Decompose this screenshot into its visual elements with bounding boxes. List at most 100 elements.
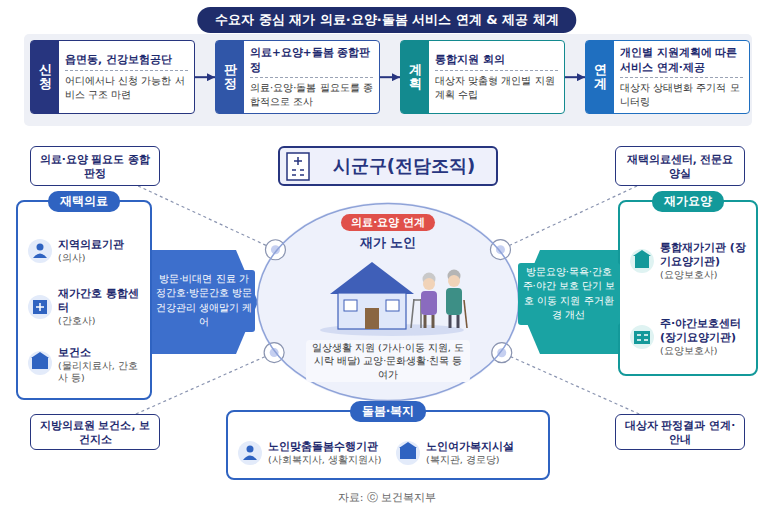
callout-box: 대상자 판정결과 연계·안내 xyxy=(615,414,745,450)
provider-staff: (요양보호사) xyxy=(660,269,750,281)
link-badge: 의료·요양 연계 xyxy=(341,214,435,231)
step-tab: 계획 xyxy=(401,41,429,113)
process-step: 연계개인별 지원계획에 따른 서비스 연계·제공대상자 상태변화 주기적 모니터… xyxy=(585,40,750,114)
daycare-icon xyxy=(630,325,654,349)
panel-heading: 돌봄·복지 xyxy=(350,401,427,422)
provider-box: 노인여가복지시설(복지관, 경로당) xyxy=(392,430,546,476)
nurse-center-icon xyxy=(28,295,52,319)
process-step: 판정의료+요양+돌봄 종합판정의료·요양·돌봄 필요도를 종합적으로 조사 xyxy=(215,40,380,114)
cane xyxy=(464,300,467,328)
provider-staff: (복지관, 경로당) xyxy=(426,454,542,466)
hub-fill xyxy=(278,146,498,186)
hub-box: 시군구(전담조직) xyxy=(278,146,498,186)
provider-name: 노인여가복지시설 xyxy=(426,440,542,454)
step-detail: 대상자 상태변화 주기적 모니터링 xyxy=(620,77,743,109)
step-label: 신청 xyxy=(39,63,52,92)
edge-label: 방문요양·목욕·간호 주·야간 보호 단기 보호 이동 지원 주거환경 개선 xyxy=(518,263,620,325)
care-agency-icon xyxy=(630,249,654,273)
callout-box: 재택의료센터, 전문요양실 xyxy=(615,146,745,186)
hub-building-icon xyxy=(287,153,309,180)
provider-name: 노인맞춤돌봄수행기관 xyxy=(268,440,384,454)
callout-box: 지방의료원 보건소, 보건지소 xyxy=(30,414,160,450)
callout-text: 재택의료센터, 전문요양실 xyxy=(624,152,736,180)
grandpa-legs xyxy=(450,315,458,328)
center-fill xyxy=(256,202,520,402)
leisure-facility-icon xyxy=(396,441,420,465)
process-step: 계획통합지원 회의대상자 맞춤형 개인별 지원계획 수립 xyxy=(400,40,565,114)
step-label: 판정 xyxy=(224,63,237,92)
step-task: 개인별 지원계획에 따른 서비스 연계·제공 xyxy=(620,45,743,74)
callout-text: 대상자 판정결과 연계·안내 xyxy=(624,418,736,446)
doctor-icon-body xyxy=(33,254,47,259)
center-ellipse: 의료·요양 연계재가 노인일상생활 지원 (가사·이동 지원, 도시락 배달) … xyxy=(256,202,520,402)
provider-box: 지역의료기관(의사) xyxy=(24,226,148,276)
leader-line xyxy=(136,353,274,414)
callout-box: 의료·요양 필요도 종합판정 xyxy=(30,146,160,186)
walker xyxy=(411,299,422,328)
step-tab: 판정 xyxy=(216,41,244,113)
leader-line xyxy=(138,186,275,250)
grandma-head xyxy=(423,278,435,290)
care-worker-body xyxy=(243,456,257,461)
process-step: 신청 읍면동, 건강보험공단어디에서나 신청 가능한 서비스 구조 마련 xyxy=(30,40,195,114)
source-caption: 자료: ⓒ 보건복지부 xyxy=(338,490,437,505)
provider-box: 노인맞춤돌봄수행기관(사회복지사, 생활지원사) xyxy=(234,430,388,476)
step-detail: 의료·요양·돌봄 필요도를 종합적으로 조사 xyxy=(250,77,373,109)
house-roof xyxy=(330,262,414,294)
leader-line xyxy=(500,186,637,250)
flow-arrow xyxy=(565,76,585,78)
step-detail: 어디에서나 신청 가능한 서비스 구조 마련 xyxy=(65,70,188,102)
step-task: 읍면동, 건강보험공단 xyxy=(65,52,188,67)
step-body: 통합지원 회의대상자 맞춤형 개인별 지원계획 수립 xyxy=(429,41,564,113)
provider-staff: (물리치료사, 간호사 등) xyxy=(58,360,144,385)
health-center-icon xyxy=(28,351,52,375)
grandpa-body xyxy=(446,288,462,315)
leisure-facility-building xyxy=(400,447,416,459)
provider-name: 재가간호 통합센터 xyxy=(58,287,144,316)
center-note: 일상생활 지원 (가사·이동 지원, 도시락 배달) 교양·문화생활·친목 등 … xyxy=(306,340,470,382)
provider-name: 통합재가기관 (장기요양기관) xyxy=(660,241,750,270)
leisure-facility-roof xyxy=(399,442,417,448)
callout-text: 의료·요양 필요도 종합판정 xyxy=(39,152,151,180)
provider-box: 보건소(물리치료사, 간호사 등) xyxy=(24,338,148,392)
health-center-roof xyxy=(31,352,49,358)
step-task: 통합지원 회의 xyxy=(435,52,558,67)
panel-heading: 재가요양 xyxy=(652,191,724,212)
service-panel: 재가요양통합재가기관 (장기요양기관)(요양보호사)주·야간보호센터 (장기요양… xyxy=(618,200,758,376)
nurse-center-building xyxy=(33,300,47,314)
house-window xyxy=(344,300,357,311)
provider-box: 재가간호 통합센터(간호사) xyxy=(24,282,148,332)
hub-title: 시군구(전담조직) xyxy=(333,154,475,178)
step-body: 의료+요양+돌봄 종합판정의료·요양·돌봄 필요도를 종합적으로 조사 xyxy=(244,41,379,113)
provider-box: 통합재가기관 (장기요양기관)(요양보호사) xyxy=(626,226,754,296)
health-center-building xyxy=(32,357,48,369)
house-body xyxy=(338,293,406,329)
provider-staff: (간호사) xyxy=(58,315,144,327)
service-panel: 재택의료지역의료기관(의사)재가간호 통합센터(간호사)보건소(물리치료사, 간… xyxy=(16,200,152,400)
house-window xyxy=(386,300,399,311)
doctor-icon xyxy=(28,239,52,263)
doctor-icon-head xyxy=(37,244,44,251)
care-worker-head xyxy=(247,446,254,453)
care-agency-roof xyxy=(633,250,651,256)
service-panel: 돌봄·복지노인맞춤돌봄수행기관(사회복지사, 생활지원사)노인여가복지시설(복지… xyxy=(226,410,550,480)
step-label: 계획 xyxy=(409,63,422,92)
step-task: 의료+요양+돌봄 종합판정 xyxy=(250,45,373,74)
provider-staff: (요양보호사) xyxy=(660,345,750,357)
hub-building-cross xyxy=(292,157,304,175)
flow-arrow xyxy=(195,76,215,78)
grandma-legs xyxy=(425,315,433,328)
step-tab: 신청 xyxy=(31,41,59,113)
step-tab: 연계 xyxy=(586,41,614,113)
provider-name: 보건소 xyxy=(58,346,144,360)
step-band xyxy=(24,34,752,126)
edge-label: 방문·비대면 진료 가정간호·방문간호 방문 건강관리 생애말기 케어 xyxy=(153,270,255,332)
provider-staff: (사회복지사, 생활지원사) xyxy=(268,454,384,466)
provider-staff: (의사) xyxy=(58,252,144,264)
ellipse-outline xyxy=(257,203,518,400)
daycare-windows xyxy=(637,335,648,340)
grandpa-head xyxy=(448,275,460,287)
grandma-body xyxy=(421,291,437,315)
diagram-title: 수요자 중심 재가 의료·요양·돌봄 서비스 연계 & 제공 체계 xyxy=(197,7,576,33)
